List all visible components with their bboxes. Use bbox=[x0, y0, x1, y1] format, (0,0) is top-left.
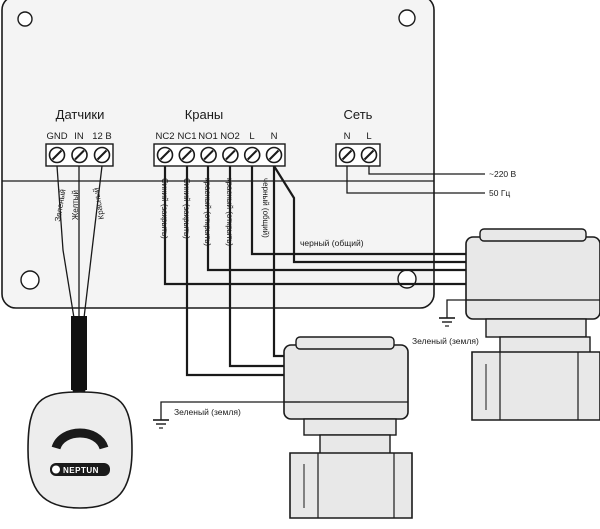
screw-bottom-left bbox=[20, 270, 40, 290]
screw-top-left bbox=[17, 11, 33, 27]
screw-bottom-right bbox=[397, 269, 417, 289]
terminal-label-net-n: N bbox=[344, 131, 351, 142]
ground-right bbox=[439, 299, 500, 327]
valves-group-title: Краны bbox=[185, 107, 224, 122]
wire-label-n: черный (общий) bbox=[261, 178, 270, 238]
terminal-label-n: N bbox=[271, 131, 278, 142]
ground-label-middle: Зеленый (земля) bbox=[174, 407, 241, 417]
terminal-label-gnd: GND bbox=[46, 131, 67, 142]
terminal-label-no2: NO2 bbox=[220, 131, 240, 142]
terminal-label-in: IN bbox=[74, 131, 84, 142]
screw-top-right bbox=[398, 9, 416, 27]
terminal-label-l: L bbox=[249, 131, 254, 142]
terminal-screw-slot bbox=[225, 149, 236, 161]
terminal-label-nc2: NC2 bbox=[155, 131, 174, 142]
sensors-group-title: Датчики bbox=[56, 107, 105, 122]
terminal-blocks bbox=[45, 143, 381, 167]
ground-label-right: Зеленый (земля) bbox=[412, 336, 479, 346]
wire-label-no1: красный (открыть) bbox=[203, 178, 212, 246]
terminal-screw-slot bbox=[341, 149, 353, 161]
network-voltage-label: ~220 В bbox=[489, 169, 517, 179]
sensor-logo-text: NEPTUN bbox=[63, 466, 99, 475]
valve-right bbox=[465, 228, 600, 421]
network-wires bbox=[346, 166, 485, 194]
wire-label-nc2: Синий (закрыть) bbox=[160, 178, 169, 239]
wire-label-no2: красный (открыть) bbox=[225, 178, 234, 246]
leak-sensor: NEPTUN bbox=[27, 391, 133, 509]
sensor-wire-yellow-label: Желтый bbox=[71, 190, 80, 220]
common-wire-label: черный (общий) bbox=[300, 238, 364, 248]
terminal-block-valve bbox=[153, 143, 286, 167]
terminal-screw-slot bbox=[363, 149, 375, 161]
valve-wires bbox=[163, 165, 470, 377]
terminal-screw-slot bbox=[74, 149, 85, 161]
network-group-title: Сеть bbox=[344, 107, 373, 122]
terminal-label-net-l: L bbox=[366, 131, 371, 142]
ground-middle bbox=[153, 401, 300, 429]
terminal-label-nc1: NC1 bbox=[177, 131, 196, 142]
terminal-screw-slot bbox=[159, 149, 171, 161]
terminal-screw-slot bbox=[268, 149, 280, 161]
terminal-screw-slot bbox=[246, 149, 258, 161]
neptun-logo-icon bbox=[52, 465, 60, 474]
network-frequency-label: 50 Гц bbox=[489, 188, 510, 198]
terminal-label-12v: 12 В bbox=[92, 131, 112, 142]
terminal-label-no1: NO1 bbox=[198, 131, 218, 142]
terminal-screw-slot bbox=[181, 149, 193, 161]
terminal-screw-slot bbox=[51, 149, 63, 161]
wire-label-nc1: Синий (закрыть) bbox=[182, 178, 191, 239]
valve-middle bbox=[283, 336, 413, 519]
terminal-screw-slot bbox=[96, 149, 108, 161]
terminal-screw-slot bbox=[203, 149, 214, 161]
